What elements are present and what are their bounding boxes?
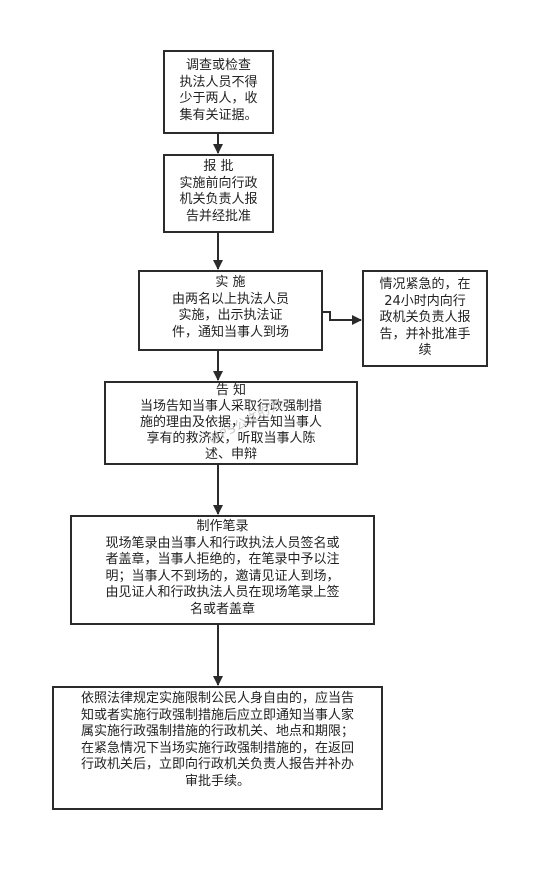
arrow-3-to-4 — [323, 311, 362, 325]
step-investigate-title: 调查或检查 — [185, 58, 251, 73]
step-restrict-freedom-line: 知或者实施行政强制措施后应立即通知当事人家 — [80, 707, 354, 723]
step-emergency-line: 告，并补批准手 — [379, 326, 471, 342]
step-record-line: 名或者盖章 — [189, 601, 255, 617]
step-emergency-line: 24小时内向行 — [384, 293, 466, 309]
step-emergency-line: 情况紧急的，在 — [379, 277, 471, 292]
step-implement-title: 实 施 — [215, 275, 246, 290]
step-restrict-freedom-line: 在紧急情况下当场实施行政强制措施的，在返回 — [80, 740, 354, 756]
step-notify-line: 享有的救济权，听取当事人陈 — [146, 431, 316, 446]
step-investigate-line: 执法人员不得 — [179, 74, 258, 90]
step-notify-box: 告 知 当场告知当事人采取行政强制措 施的理由及依据，并告知当事人 享有的救济权… — [104, 381, 358, 465]
step-report-approve-line: 告并经批准 — [185, 208, 251, 224]
step-notify-title: 告 知 — [215, 383, 247, 398]
step-notify-line: 当场告知当事人采取行政强制措 — [139, 399, 322, 414]
step-notify-line: 施的理由及依据，并告知当事人 — [139, 415, 322, 430]
step-investigate-line: 少于两人，收 — [179, 91, 258, 106]
step-emergency-line: 续 — [418, 343, 432, 358]
step-restrict-freedom-line: 行政机关后，立即向行政机关负责人报告并补办 — [80, 757, 354, 772]
step-implement-line: 件，通知当事人到场 — [171, 324, 289, 340]
step-record-line: 现场笔录由当事人和行政执法人员签名或 — [105, 535, 340, 551]
step-implement-line: 由两名以上执法人员 — [171, 291, 289, 307]
step-report-approve-title: 报 批 — [203, 159, 234, 174]
step-emergency-line: 政机关负责人报 — [379, 310, 471, 325]
step-record-line: 由见证人和行政执法人员在现场笔录上签 — [105, 585, 340, 600]
step-record-line: 者盖章，当事人拒绝的，在笔录中予以注 — [105, 552, 340, 567]
step-restrict-freedom-line: 依照法律规定实施限制公民人身自由的，应当告 — [80, 691, 354, 706]
step-implement-line: 实施，出示执法证 — [178, 308, 283, 323]
step-notify-line: 述、申辩 — [204, 447, 257, 462]
step-emergency-box: 情况紧急的，在 24小时内向行 政机关负责人报 告，并补批准手 续 — [362, 270, 488, 367]
step-report-approve-line: 实施前向行政 — [179, 175, 258, 191]
step-report-approve-box: 报 批 实施前向行政 机关负责人报 告并经批准 — [163, 154, 274, 233]
step-record-title: 制作笔录 — [196, 519, 249, 534]
step-restrict-freedom-line: 属实施行政强制措施的行政机关、地点和期限； — [80, 724, 354, 739]
step-report-approve-line: 机关负责人报 — [179, 192, 258, 207]
step-restrict-freedom-box: 依照法律规定实施限制公民人身自由的，应当告 知或者实施行政强制措施后应立即通知当… — [52, 686, 383, 810]
step-record-line: 明；当事人不到场的，邀请见证人到场， — [105, 568, 340, 584]
step-investigate-box: 调查或检查 执法人员不得 少于两人，收 集有关证据。 — [163, 50, 274, 134]
step-record-box: 制作笔录 现场笔录由当事人和行政执法人员签名或 者盖章，当事人拒绝的，在笔录中予… — [70, 515, 375, 625]
step-implement-box: 实 施 由两名以上执法人员 实施，出示执法证 件，通知当事人到场 — [138, 270, 323, 351]
step-restrict-freedom-line: 审批手续。 — [184, 773, 250, 789]
step-investigate-line: 集有关证据。 — [179, 107, 258, 123]
